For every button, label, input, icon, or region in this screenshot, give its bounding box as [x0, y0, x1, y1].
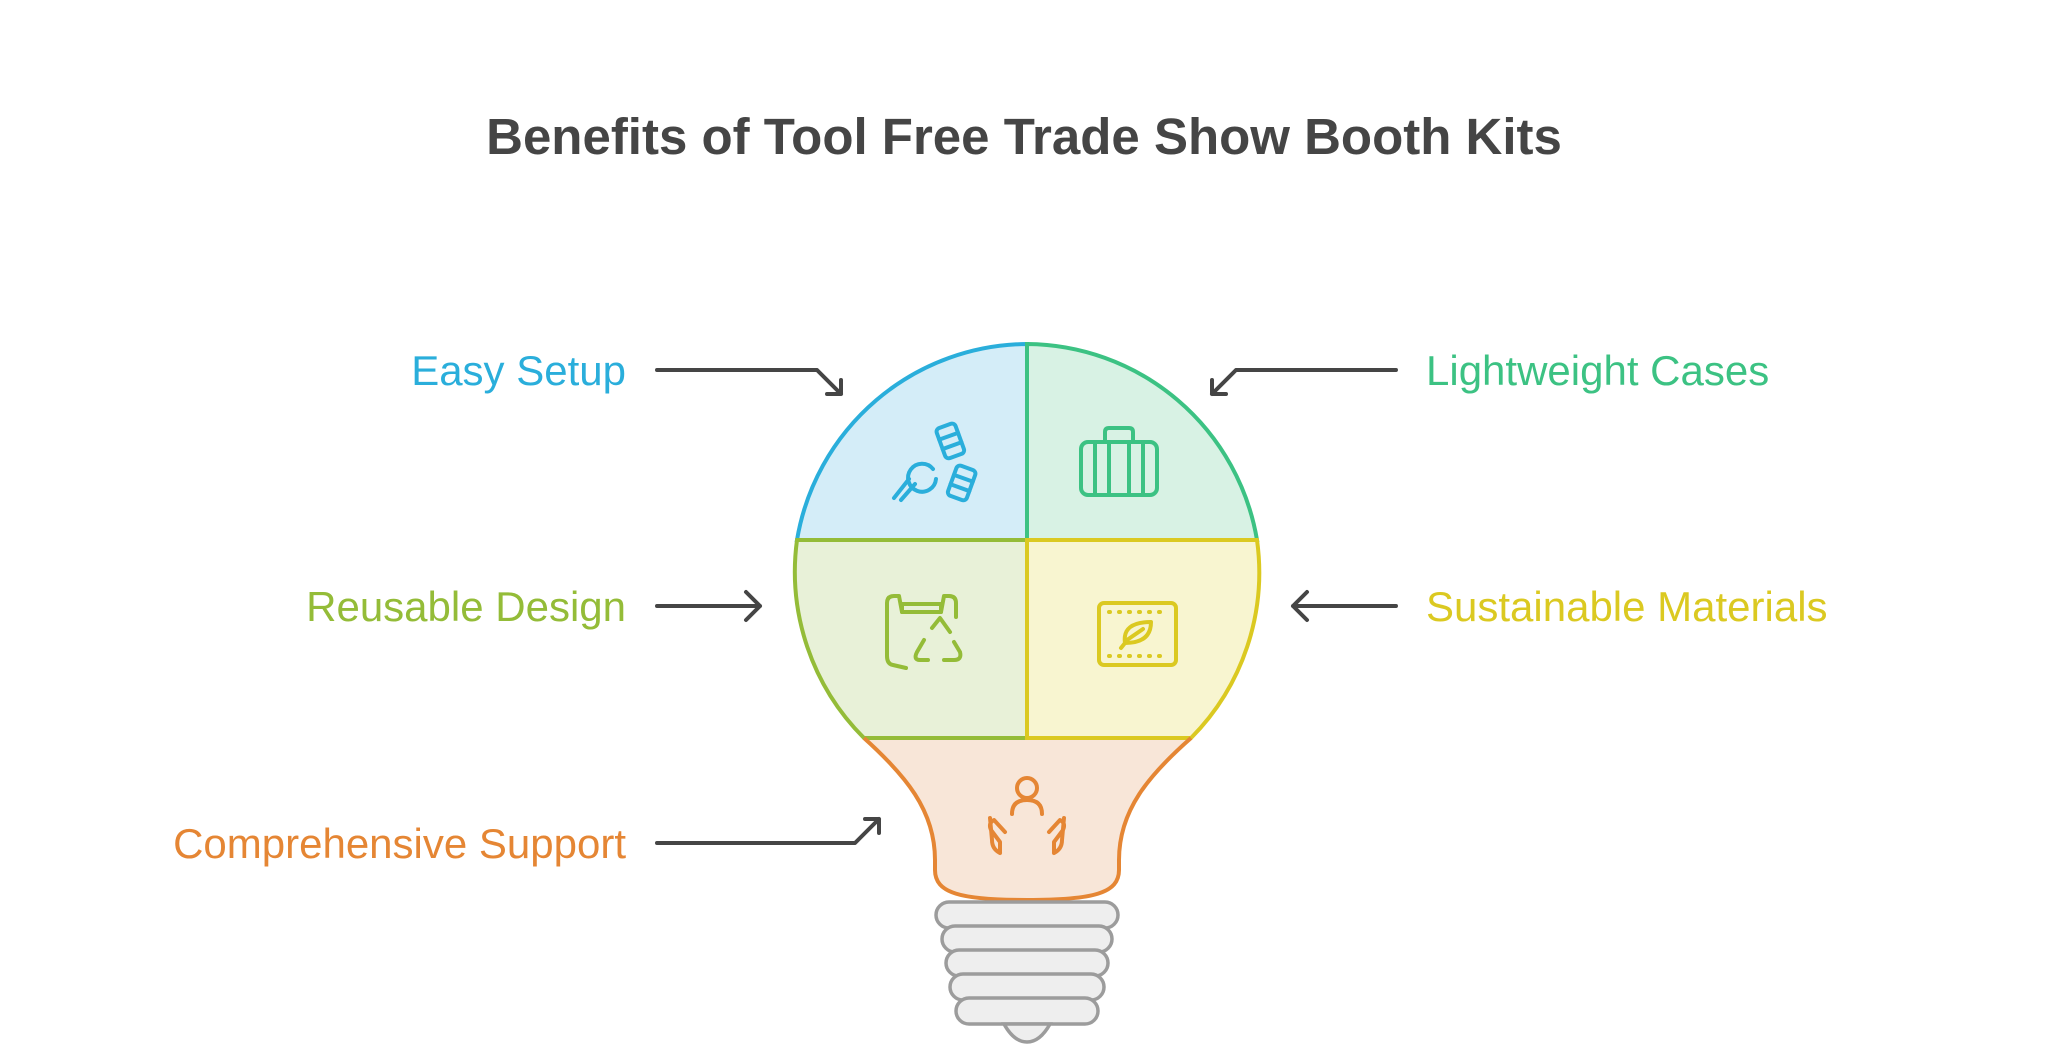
- bulb-thread-2: [940, 924, 1114, 954]
- segment-reusable-design: [794, 540, 1027, 738]
- suitcase-body: [1079, 440, 1159, 497]
- arrow-easy-setup: [655, 368, 843, 396]
- outline-sustainable-materials: [1025, 538, 1262, 740]
- outline-reusable-design: [792, 538, 1029, 740]
- label-reusable-design: Reusable Design: [306, 583, 626, 630]
- bolt-bottom: [945, 463, 978, 503]
- suitcase-handle: [1103, 426, 1135, 444]
- bolt-top: [934, 421, 967, 461]
- outline-easy-setup: [794, 341, 1029, 542]
- outline-lightweight-cases: [1025, 341, 1260, 542]
- wrench-bolts-icon: [892, 421, 978, 503]
- outline-comprehensive-support: [862, 736, 1193, 902]
- right-hand: [1047, 816, 1066, 855]
- leaf-panel-icon: [1097, 601, 1178, 667]
- wrench-handle: [892, 477, 911, 500]
- support-hands-icon: [988, 776, 1066, 855]
- bulb-thread-5: [954, 996, 1100, 1026]
- arrow-sustainable-materials: [1291, 590, 1398, 622]
- recycle-arrow-3: [913, 638, 930, 662]
- recycle-bag-icon: [885, 594, 963, 670]
- suitcase-icon: [1079, 426, 1159, 497]
- label-lightweight-cases: Lightweight Cases: [1426, 347, 1769, 394]
- label-easy-setup: Easy Setup: [411, 347, 626, 394]
- bulb-base: [934, 900, 1120, 1044]
- segment-comprehensive-support: [864, 738, 1191, 900]
- wrench-handle-2: [899, 482, 917, 502]
- bulb-tip: [1001, 1022, 1053, 1044]
- label-comprehensive-support: Comprehensive Support: [173, 820, 626, 867]
- person-shoulders: [1010, 798, 1044, 816]
- leaf-shape: [1122, 620, 1153, 645]
- bulb-thread-3: [944, 948, 1110, 978]
- panel-frame: [1097, 601, 1178, 667]
- leaf-stem: [1119, 627, 1145, 650]
- diagram-title: Benefits of Tool Free Trade Show Booth K…: [486, 108, 1562, 165]
- bulb-thread-1: [934, 900, 1120, 930]
- bulb-thread-4: [948, 972, 1106, 1002]
- label-sustainable-materials: Sustainable Materials: [1426, 583, 1828, 630]
- left-hand: [988, 816, 1007, 855]
- recycle-arrow-2: [942, 640, 963, 662]
- recycle-arrow-1: [930, 616, 952, 634]
- arrow-lightweight-cases: [1210, 368, 1398, 396]
- arrow-comprehensive-support: [655, 817, 881, 845]
- arrow-reusable-design: [655, 590, 762, 622]
- bag-outline: [885, 594, 958, 670]
- bag-handle: [900, 602, 943, 614]
